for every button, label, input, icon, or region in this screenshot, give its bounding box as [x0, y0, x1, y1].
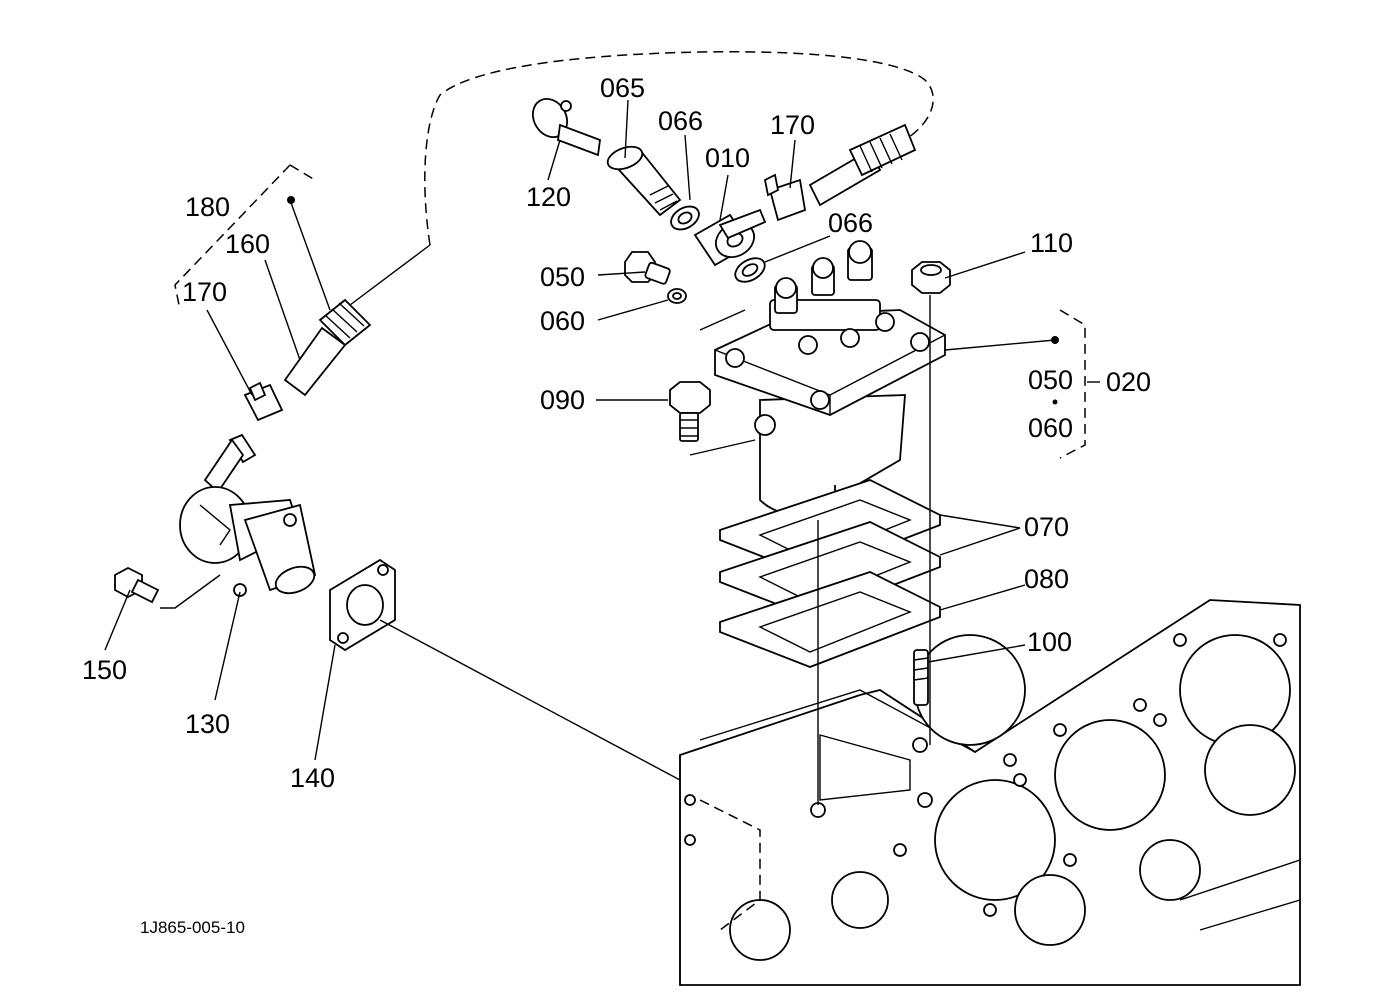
label-120: 120	[526, 182, 571, 212]
label-160: 160	[225, 229, 270, 259]
stop-cable	[349, 51, 934, 306]
label-170-left: 170	[182, 277, 227, 307]
stud-100	[913, 649, 929, 706]
bracket-180	[174, 164, 316, 311]
leader-lines	[104, 99, 1056, 805]
label-065: 065	[600, 73, 645, 103]
label-180: 180	[185, 192, 230, 222]
bolt-090	[669, 381, 711, 442]
injection-pump	[714, 240, 946, 516]
label-050-group: 050	[1028, 365, 1073, 395]
label-060-washer: 060	[540, 306, 585, 336]
label-170-upper: 170	[770, 110, 815, 140]
cable-sleeve-180	[283, 298, 372, 397]
label-020: 020	[1106, 367, 1151, 397]
engine-block	[679, 599, 1301, 986]
washer-066-lower	[734, 257, 766, 283]
label-066-upper: 066	[658, 106, 703, 136]
gasket-080	[719, 571, 941, 668]
nut-110	[911, 261, 951, 294]
label-070: 070	[1024, 512, 1069, 542]
solenoid-130	[179, 486, 317, 597]
bolt-150	[114, 566, 160, 604]
label-080: 080	[1024, 564, 1069, 594]
label-110: 110	[1030, 228, 1073, 258]
washer-066-upper	[670, 205, 700, 231]
bracket-020	[1051, 309, 1100, 459]
knob-120	[532, 98, 601, 157]
washer-060	[667, 288, 687, 304]
gasket-140	[329, 558, 396, 652]
gasket-070-lower	[719, 521, 941, 618]
label-090: 090	[540, 385, 585, 415]
cable-end	[203, 433, 257, 494]
label-100: 100	[1027, 627, 1072, 657]
label-010: 010	[705, 143, 750, 173]
clamp-170-left	[243, 381, 284, 422]
label-060-group: 060	[1028, 413, 1073, 443]
clamp-170-upper	[763, 173, 807, 222]
label-130: 130	[185, 709, 230, 739]
label-140: 140	[290, 763, 335, 793]
label-050-bolt: 050	[540, 262, 585, 292]
cable-sleeve-upper	[808, 123, 917, 207]
fitting-065	[606, 145, 682, 217]
label-066-lower: 066	[828, 208, 873, 238]
banjo-010	[693, 208, 767, 267]
bolt-050	[624, 251, 671, 285]
label-150: 150	[82, 655, 127, 685]
drawing-code: 1J865-005-10	[140, 918, 245, 937]
